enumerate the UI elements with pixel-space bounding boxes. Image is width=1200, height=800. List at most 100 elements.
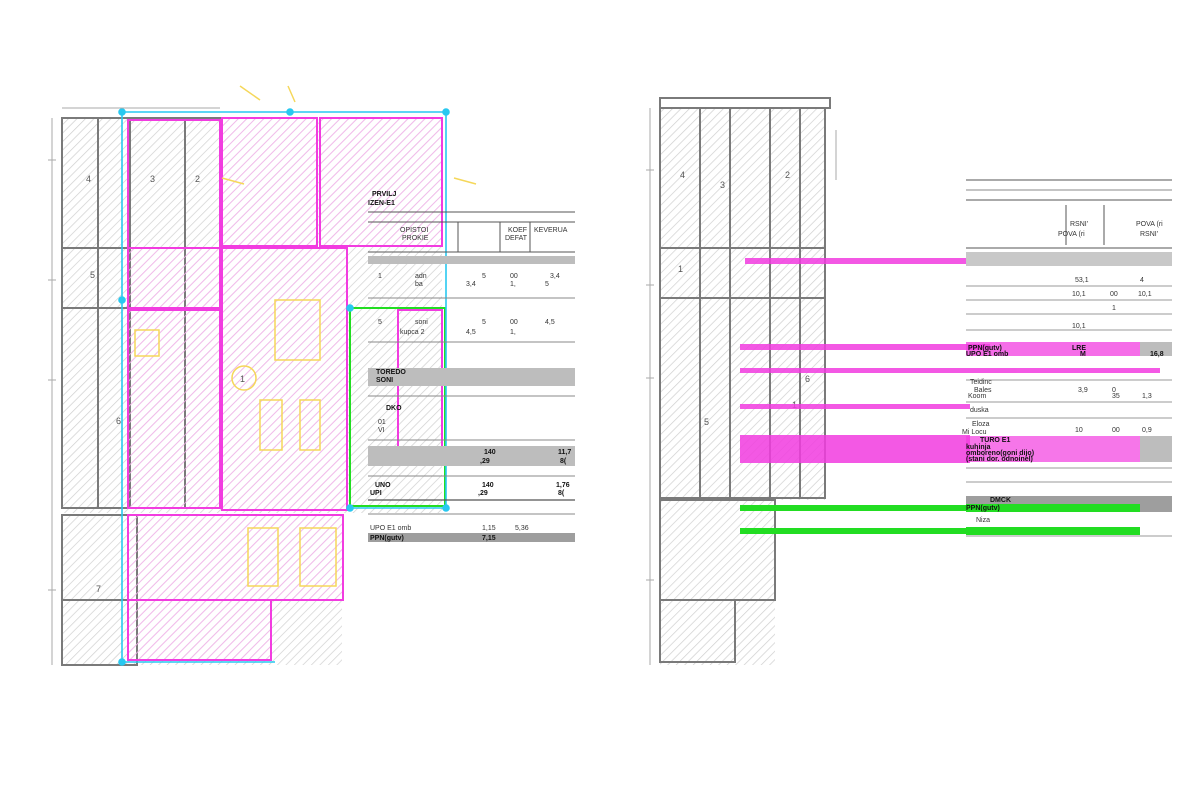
right-label-upo: UPO E1 omb	[966, 351, 1008, 358]
left-sub-label-1: TOREDO	[376, 369, 406, 376]
left-room-num-4: 4	[86, 174, 91, 184]
right-building-hatch	[660, 108, 825, 500]
right-label-eloza: Eloza	[972, 421, 990, 428]
left-table-row-2: ba 3,4 1, 5	[415, 281, 549, 288]
left-table-row-4: kupca 2 4,5 1,	[400, 329, 516, 336]
left-row1-c2: adn	[415, 273, 427, 280]
left-room-numbers: 4 3 2 5 1 6 7	[86, 174, 245, 594]
right-room-num-1: 1	[678, 264, 683, 274]
left-table-title-2: IZEN-E1	[368, 200, 395, 207]
left-total-a1: 140	[484, 449, 496, 456]
right-num-9: 0	[1112, 387, 1116, 394]
right-num-7: 10,1	[1072, 323, 1086, 330]
left-row1-c3: 5	[482, 273, 486, 280]
right-label-bales: Bales	[974, 387, 992, 394]
left-row4-c4: 1,	[510, 329, 516, 336]
left-bottom-b2: 8(	[558, 490, 565, 497]
left-room-num-7: 7	[96, 584, 101, 594]
right-label-teidinc: Teidinc	[970, 379, 992, 386]
left-table-gray-band-2	[368, 368, 575, 386]
left-sub-label-2: SONI	[376, 377, 393, 384]
right-label-ppn: PPN(gutv)	[968, 345, 1002, 352]
left-room-num-6: 6	[116, 416, 121, 426]
right-label-dmck: DMCK	[990, 497, 1011, 504]
left-footer-rows: UPO E1 omb 1,15 5,36 PPN(gutv) 7,15	[368, 513, 575, 542]
right-num-8: 3,9	[1078, 387, 1088, 394]
right-pink-leaders	[740, 258, 1160, 463]
left-bottom-a: 140	[482, 482, 494, 489]
left-row3-c5: 4,5	[545, 319, 555, 326]
right-floor-plan: 4 3 2 1 6 1 5	[646, 97, 1172, 665]
left-room-num-3: 3	[150, 174, 155, 184]
left-row2-c2: ba	[415, 281, 423, 288]
left-footer-label-1: UPO E1 omb	[370, 525, 411, 532]
left-green-zone	[349, 307, 446, 507]
left-col-header-2: PROKIE	[402, 235, 429, 242]
right-room-num-4: 4	[680, 170, 685, 180]
left-bottom-label-2: UPI	[370, 490, 382, 497]
left-bottom-a2: ,29	[478, 490, 488, 497]
left-cyan-outline	[118, 108, 450, 666]
right-pink-val-3: 16,8	[1150, 351, 1164, 358]
left-bottom-block: UNO UPI 140 ,29 1,76 8(	[368, 475, 575, 501]
right-label-kuhinja: kuhinja	[966, 444, 991, 451]
left-room-num-2: 2	[195, 174, 200, 184]
right-num-5: 00	[1110, 291, 1118, 298]
left-table-gray-band-1	[368, 256, 575, 264]
right-label-stani: (stani dor. odnoinel)	[966, 456, 1033, 463]
left-sub-label-4: 01	[378, 419, 386, 426]
left-row3-c4: 00	[510, 319, 518, 326]
left-furniture-sketch	[134, 85, 477, 587]
left-sub-label-5: VI	[378, 427, 385, 434]
left-col-header-5: KEVERUA	[534, 227, 568, 234]
right-dimension-ticks	[646, 108, 837, 665]
right-label-koom: Koom	[968, 393, 986, 400]
right-label-omboreno: omboreno(goni dijo)	[966, 450, 1034, 457]
left-floor-plan: 4 3 2 5 1 6 7 PRVILJ IZEN-E1	[48, 85, 575, 666]
right-num-12: 10	[1075, 427, 1083, 434]
right-label-duska: duska	[970, 407, 989, 414]
left-sub-label-3: DKO	[386, 405, 402, 412]
left-footer-val-3: 7,15	[482, 535, 496, 542]
left-dimension-ticks	[48, 107, 220, 665]
right-num-13: 00	[1112, 427, 1120, 434]
left-total-a2: ,29	[480, 458, 490, 465]
right-label-niza: Niza	[976, 517, 990, 524]
left-col-header-3: KOEF	[508, 227, 527, 234]
right-green-leaders	[740, 505, 1140, 534]
left-row4-c2: kupca 2	[400, 329, 425, 336]
right-num-3: 4	[1140, 277, 1144, 284]
right-header-1: RSNI'	[1070, 221, 1088, 228]
left-row3-c3: 5	[482, 319, 486, 326]
left-col-header-4: DEFAT	[505, 235, 528, 242]
left-row4-c3: 4,5	[466, 329, 476, 336]
left-room-num-5: 5	[90, 270, 95, 280]
left-row2-c4: 1,	[510, 281, 516, 288]
right-walls	[659, 97, 831, 663]
right-pink-val-2: M	[1080, 351, 1086, 358]
right-annex-hatch	[660, 500, 775, 665]
left-bottom-label-1: UNO	[375, 482, 391, 489]
right-number-rows: 53,1 10,1 4 10,1 00 1 10,1 3,9 0 35 1,3 …	[1072, 277, 1152, 434]
right-num-4: 10,1	[1138, 291, 1152, 298]
left-table-title-1: PRVILJ	[372, 191, 396, 198]
right-num-6: 1	[1112, 305, 1116, 312]
right-pink-val-1: LRE	[1072, 345, 1086, 352]
right-room-num-2: 2	[785, 170, 790, 180]
right-area-table: RSNI' POVA (ri POVA (ri RSNI' PPN(gutv) …	[962, 179, 1172, 537]
left-total-b2: 8(	[560, 458, 567, 465]
left-total-b1: 11,7	[558, 449, 571, 456]
right-num-2: 10,1	[1072, 291, 1086, 298]
left-pink-zones	[127, 117, 443, 661]
left-bottom-b: 1,76	[556, 482, 570, 489]
right-label-milocu: Mi Locu	[962, 429, 987, 436]
left-row1-c1: 1	[378, 273, 382, 280]
right-num-11: 1,3	[1142, 393, 1152, 400]
left-table-gray-band-3	[368, 446, 575, 466]
left-row2-c5: 5	[545, 281, 549, 288]
left-row3-c2: soni	[415, 319, 428, 326]
right-header-3: POVA (ri	[1136, 221, 1163, 228]
left-row3-c1: 5	[378, 319, 382, 326]
right-room-num-5: 5	[704, 417, 709, 427]
